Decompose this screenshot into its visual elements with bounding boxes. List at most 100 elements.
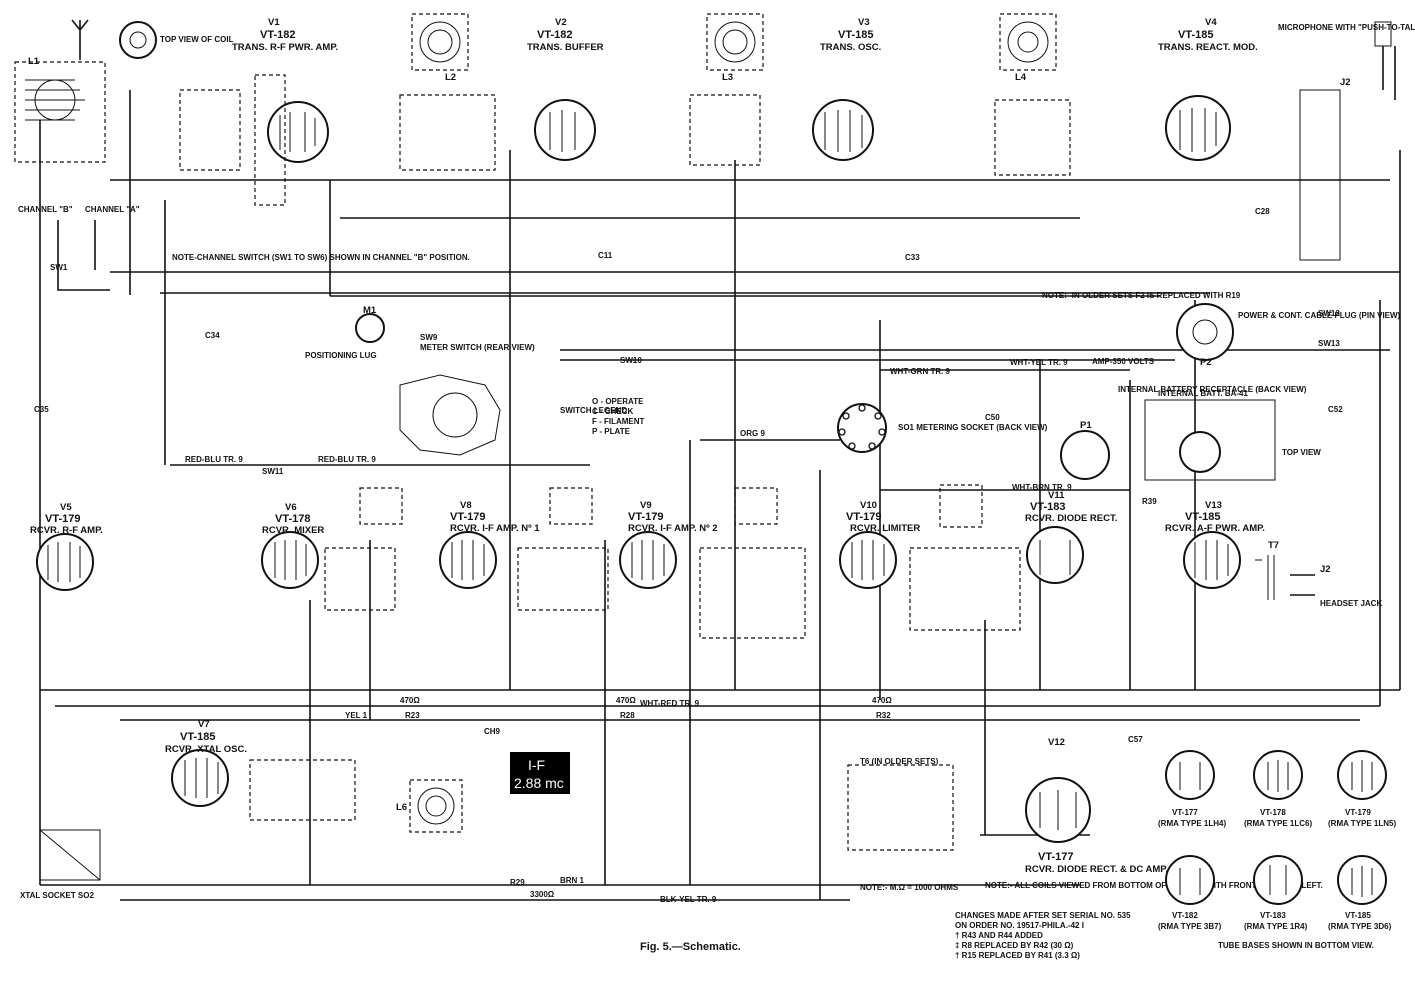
base-vt-178-name: VT-178 — [1260, 808, 1286, 817]
base-vt-178: VT-178 (RMA TYPE 1LC6) — [1244, 750, 1312, 828]
m1-label: M1 — [363, 305, 377, 316]
wht-grn-wire-label: WHT-GRN TR. 9 — [890, 367, 951, 376]
base-vt-182-name: VT-182 — [1172, 911, 1198, 920]
v1-label: V1 — [268, 17, 280, 28]
l1-label: L1 — [28, 56, 40, 67]
tube-bases-note: TUBE BASES SHOWN IN BOTTOM VIEW. — [1218, 941, 1374, 950]
internal-battery-receptacle-label: INTERNAL BATTERY RECEPTACLE (BACK VIEW) — [1118, 385, 1307, 394]
xtal-socket-label: XTAL SOCKET SO2 — [20, 891, 94, 900]
v6-label: V6 — [285, 502, 297, 513]
base-vt-179-rma: (RMA TYPE 1LN5) — [1328, 819, 1396, 828]
red-blu-wire-1: RED-BLU TR. 9 — [185, 455, 243, 464]
wht-yel-wire-label: WHT-YEL TR. 9 — [1010, 358, 1068, 367]
t2-label: J2 — [1340, 77, 1351, 88]
r39-label: R39 — [1142, 497, 1157, 506]
base-vt-177: VT-177 (RMA TYPE 1LH4) — [1158, 750, 1226, 828]
base-vt-185: VT-185 (RMA TYPE 3D6) — [1328, 855, 1392, 931]
positioning-lug-label: POSITIONING LUG — [305, 351, 377, 360]
base-vt-182-rma: (RMA TYPE 3B7) — [1158, 922, 1222, 931]
base-vt-178-rma: (RMA TYPE 1LC6) — [1244, 819, 1312, 828]
v12-function: RCVR. DIODE RECT. & DC AMP. — [1025, 864, 1168, 875]
v3-type: VT-185 — [838, 29, 873, 41]
c50-label: C50 — [985, 413, 1000, 422]
if-freq: 2.88 mc — [514, 775, 564, 791]
v5-type: VT-179 — [45, 513, 80, 525]
l6-label: L6 — [396, 802, 407, 813]
v4-function: TRANS. REACT. MOD. — [1158, 42, 1258, 53]
v6-type: VT-178 — [275, 513, 310, 525]
bus-components: 470Ω R23 470Ω R28 470Ω R32 CH9 YEL 1 WHT… — [34, 207, 1343, 904]
legend-operate: O - OPERATE — [592, 397, 644, 406]
base-vt-177-name: VT-177 — [1172, 808, 1198, 817]
v3-label: V3 — [858, 17, 870, 28]
base-vt-179: VT-179 (RMA TYPE 1LN5) — [1328, 750, 1396, 828]
sw9-label: SW9 — [420, 333, 438, 342]
v3-function: TRANS. OSC. — [820, 42, 881, 53]
fuse-label: AMP-350 VOLTS — [1092, 357, 1155, 366]
c52-label: C52 — [1328, 405, 1343, 414]
power-cable-plug-label: POWER & CONT. CABLE PLUG (PIN VIEW) — [1238, 311, 1401, 320]
l2-label: L2 — [445, 72, 456, 83]
figure-caption: Fig. 5.—Schematic. — [640, 941, 741, 953]
base-vt-179-name: VT-179 — [1345, 808, 1371, 817]
legend-check: C - CHECK — [592, 407, 634, 416]
red-blu-wire-2: RED-BLU TR. 9 — [318, 455, 376, 464]
r32-label: R32 — [876, 711, 891, 720]
r23-label: R23 — [405, 711, 420, 720]
vertical-wires — [39, 90, 1401, 900]
v8-function: RCVR. I-F AMP. Nº 1 — [450, 523, 540, 534]
v9-type: VT-179 — [628, 511, 663, 523]
r470-c: 470Ω — [872, 696, 892, 705]
j2-label: J2 — [1320, 564, 1331, 575]
bus-lines — [40, 179, 1400, 901]
v11-type: VT-183 — [1030, 501, 1065, 513]
base-vt-177-rma: (RMA TYPE 1LH4) — [1158, 819, 1226, 828]
v4-label: V4 — [1205, 17, 1217, 28]
sw12-label: SW12 — [1318, 309, 1340, 318]
v4-type: VT-185 — [1178, 29, 1213, 41]
base-vt-185-name: VT-185 — [1345, 911, 1371, 920]
c57-label: C57 — [1128, 735, 1143, 744]
ch9-label: CH9 — [484, 727, 501, 736]
t6-older-label: T6 (IN OLDER SETS) — [860, 757, 939, 766]
c33-label: C33 — [905, 253, 920, 262]
v2-function: TRANS. BUFFER — [527, 42, 604, 53]
c35-label: C35 — [34, 405, 49, 414]
v7-function: RCVR. XTAL OSC. — [165, 744, 247, 755]
microphone-label: MICROPHONE WITH "PUSH-TO-TALK" SWITCH AN… — [1278, 23, 1415, 32]
changes-line-4: ‡ R8 REPLACED BY R42 (30 Ω) — [955, 941, 1074, 950]
brn-wire-label: BRN 1 — [560, 876, 585, 885]
headset-jack-label: HEADSET JACK — [1320, 599, 1382, 608]
base-vt-183-rma: (RMA TYPE 1R4) — [1244, 922, 1308, 931]
channel-a-label: CHANNEL "A" — [85, 205, 140, 214]
c34-label: C34 — [205, 331, 220, 340]
v1-type: VT-182 — [260, 29, 295, 41]
sw13-label: SW13 — [1318, 339, 1340, 348]
legend-plate: P - PLATE — [592, 427, 631, 436]
v12-number: V12 — [1048, 737, 1065, 748]
sw10-label: SW10 — [620, 356, 642, 365]
v7-label: V7 — [198, 719, 210, 730]
c11-label: C11 — [598, 251, 613, 260]
wht-brn-wire-label: WHT-BRN TR. 9 — [1012, 483, 1072, 492]
base-vt-183: VT-183 (RMA TYPE 1R4) — [1244, 855, 1308, 931]
antenna-section: L1 TOP VIEW OF COIL CHANNEL "B" CHANNEL … — [14, 19, 234, 291]
org-wire-label: ORG 9 — [740, 429, 765, 438]
meter-section: NOTE-CHANNEL SWITCH (SW1 TO SW6) SHOWN I… — [172, 253, 645, 476]
v5-label: V5 — [60, 502, 72, 513]
v11-function: RCVR. DIODE RECT. — [1025, 513, 1117, 524]
top-view-label: TOP VIEW — [1282, 448, 1321, 457]
v13-label: V13 — [1205, 500, 1222, 511]
metering-socket-label: SO1 METERING SOCKET (BACK VIEW) — [898, 423, 1048, 432]
p1-label: P1 — [1080, 420, 1092, 431]
r470-b: 470Ω — [616, 696, 636, 705]
channel-b-label: CHANNEL "B" — [18, 205, 73, 214]
base-vt-183-name: VT-183 — [1260, 911, 1286, 920]
v11-label: V11 — [1048, 490, 1065, 501]
base-vt-185-rma: (RMA TYPE 3D6) — [1328, 922, 1392, 931]
p2-label: P2 — [1200, 357, 1212, 368]
v8-type: VT-179 — [450, 511, 485, 523]
v2-label: V2 — [555, 17, 567, 28]
l3-label: L3 — [722, 72, 733, 83]
v13-function: RCVR. A-F PWR. AMP. — [1165, 523, 1265, 534]
